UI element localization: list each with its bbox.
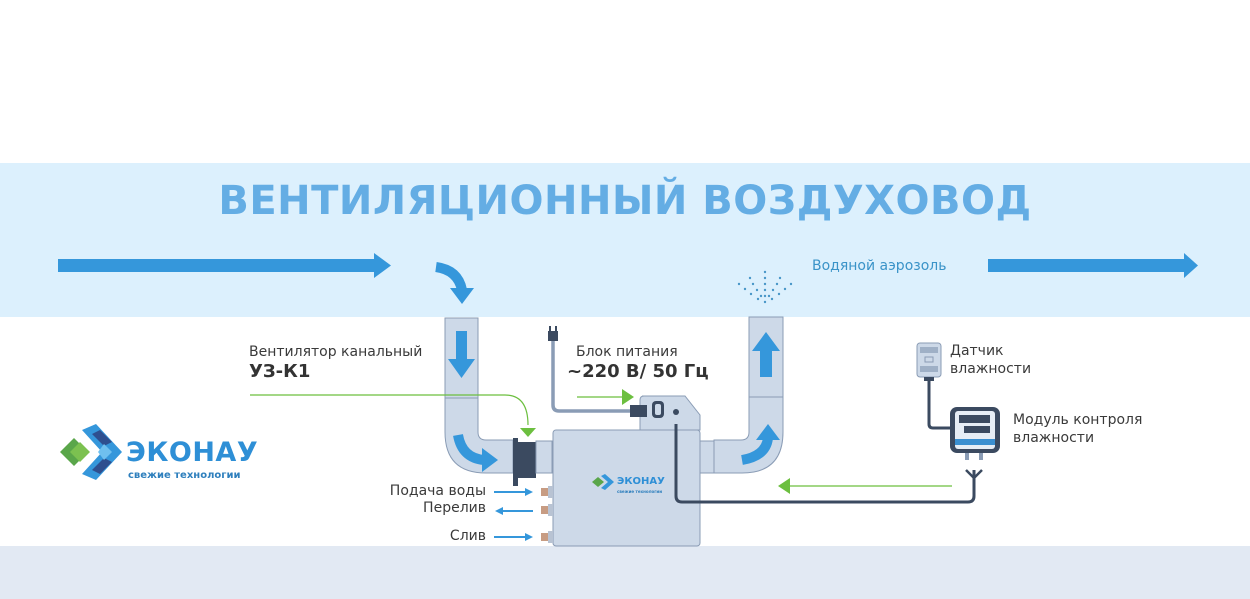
unit-logo-tagline: свежие технологии	[617, 489, 662, 494]
power-pointer-arrow	[577, 389, 634, 405]
airflow-out-arrow	[988, 253, 1198, 278]
airflow-in-arrow	[58, 253, 391, 278]
water-supply-label: Подача воды	[389, 483, 486, 499]
sensor-cable	[927, 381, 951, 430]
curved-up-arrow-icon	[740, 424, 780, 465]
sensor-label-line1: Датчик	[950, 343, 1004, 359]
drain-arrow	[494, 533, 533, 541]
control-cable	[674, 424, 976, 504]
fan-leader-line	[250, 394, 529, 426]
control-cable-split	[965, 469, 983, 480]
logo-mark-icon	[60, 424, 122, 480]
fan-title-label: Вентилятор канальный	[249, 344, 423, 360]
drain-label: Слив	[449, 528, 486, 544]
fan-pointer-icon	[520, 428, 536, 437]
logo-name: ЭКОНАУ	[126, 437, 259, 468]
module-label-line2: влажности	[1013, 430, 1095, 446]
power-cable	[548, 326, 647, 417]
overflow-arrow	[495, 507, 533, 515]
humidifier-unit	[552, 395, 701, 547]
module-label-line1: Модуль контроля	[1013, 412, 1143, 428]
duct-fan	[513, 438, 553, 486]
diagram-title: ВЕНТИЛЯЦИОННЫЙ ВОЗДУХОВОД	[218, 178, 1032, 224]
logo-tagline: свежие технологии	[128, 470, 241, 481]
power-title-label: Блок питания	[576, 344, 678, 360]
down-arrow-icon	[448, 331, 475, 378]
curved-right-arrow-icon	[453, 433, 498, 472]
overflow-label: Перелив	[423, 500, 486, 516]
curved-down-arrow-icon	[435, 262, 474, 304]
duct-band	[0, 163, 1250, 317]
footer-band	[0, 546, 1250, 599]
unit-logo-mark-icon	[592, 474, 614, 490]
aerosol-spray-icon	[737, 270, 793, 304]
sensor-label-line2: влажности	[950, 361, 1032, 377]
unit-logo-name: ЭКОНАУ	[617, 476, 665, 487]
humidity-sensor-icon	[916, 342, 942, 381]
up-arrow-icon	[752, 332, 780, 377]
humidity-control-module-icon	[950, 407, 1000, 460]
aerosol-label: Водяной аэрозоль	[812, 258, 947, 274]
power-spec-label: ~220 В/ 50 Гц	[567, 361, 709, 382]
water-supply-arrow	[494, 488, 533, 496]
fan-model-label: УЗ-К1	[249, 361, 311, 382]
control-pointer-arrow	[778, 478, 952, 494]
water-fittings	[541, 486, 553, 543]
